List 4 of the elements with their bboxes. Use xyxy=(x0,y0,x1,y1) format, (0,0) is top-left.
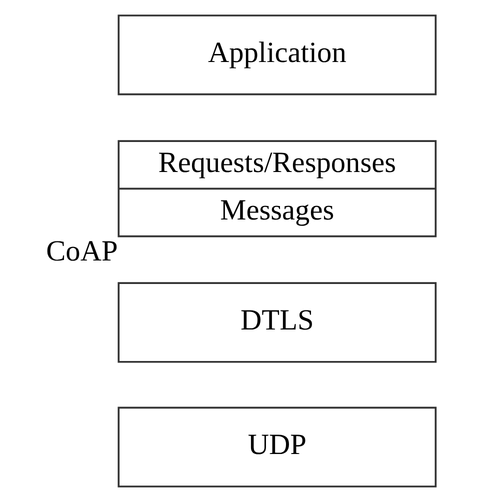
node-box: UDP xyxy=(117,406,436,488)
node-box: Application xyxy=(117,14,436,96)
node-label: CoAP xyxy=(46,236,118,268)
node-box: DTLS xyxy=(117,282,436,363)
